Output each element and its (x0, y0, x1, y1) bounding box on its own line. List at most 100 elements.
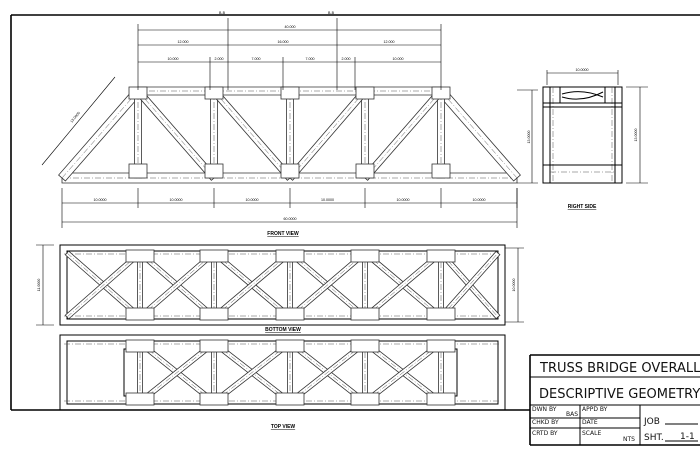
dim-bottom-panel: 10.0000 (94, 198, 107, 202)
dim-slant: 13.0000 (70, 111, 81, 124)
gusset-plate (355, 163, 375, 179)
top-bracing-plan (59, 334, 506, 411)
sht-value: 1-1 (680, 432, 695, 442)
scale-value: NTS (623, 436, 635, 443)
member-centerline (139, 252, 215, 318)
gusset-plate (350, 249, 380, 263)
member-centerline (213, 252, 291, 318)
sht-label: SHT. (644, 433, 664, 443)
dim-bottom-left: 11.0000 (37, 279, 41, 292)
front-top-dimensions: 40.000 B-B B-B 12.000 16.000 12.000 10.0… (137, 11, 442, 90)
member-centerline (213, 90, 291, 179)
gusset-plate (125, 392, 155, 406)
dim-row2: 12.000 (178, 40, 189, 44)
section-mark-left: B-B (219, 11, 226, 15)
member-centerline (61, 90, 139, 179)
right-side-label: RIGHT SIDE (568, 204, 597, 210)
gusset-plate (204, 163, 224, 179)
dim-row3: 10.000 (168, 57, 179, 61)
truss-elevation (58, 86, 521, 184)
gusset-plate (125, 339, 155, 353)
dwn-by-value: BAS (566, 411, 578, 418)
section-mark-right: B-B (328, 11, 335, 15)
front-view-label: FRONT VIEW (267, 231, 299, 237)
member-centerline (289, 252, 366, 318)
gusset-plate (426, 249, 456, 263)
top-view-label: TOP VIEW (271, 424, 296, 430)
dim-overall-top: 40.000 (285, 25, 296, 29)
member-centerline (289, 342, 366, 403)
title-block: TRUSS BRIDGE OVERALL DESCRIPTIVE GEOMETR… (529, 354, 700, 446)
gusset-plate (204, 86, 224, 100)
job-label: JOB (643, 417, 660, 427)
dim-bottom-panel: 10.0000 (397, 198, 410, 202)
front-bottom-dimensions: 60.0000 10.0000 10.0000 10.0000 10.0000 10.0… (61, 188, 518, 228)
gusset-plate (426, 307, 456, 321)
member-centerline (440, 252, 499, 318)
gusset-plate (350, 392, 380, 406)
gusset-plate (199, 392, 229, 406)
front-view: 40.000 B-B B-B 12.000 16.000 12.000 10.0… (41, 11, 538, 237)
member-centerline (440, 252, 499, 318)
dim-row3: 7.000 (306, 57, 315, 61)
dwn-by-label: DWN BY (532, 406, 557, 413)
dim-side-width: 10.0000 (576, 68, 589, 72)
dim-bottom-panel: 10.0000 (473, 198, 486, 202)
gusset-plate (355, 86, 375, 100)
gusset-plate (275, 339, 305, 353)
dim-row2: 16.000 (278, 40, 289, 44)
gusset-plate (128, 163, 148, 179)
gusset-plate (199, 249, 229, 263)
gusset-plate (426, 339, 456, 353)
bottom-bracing-plan (59, 244, 506, 326)
plan-outline (59, 334, 506, 411)
scale-label: SCALE (582, 430, 601, 437)
top-view: TOP VIEW (59, 334, 506, 430)
gusset-plate (199, 339, 229, 353)
dim-row3: 10.000 (393, 57, 404, 61)
member-centerline (440, 90, 518, 179)
dim-row3: 2.000 (215, 57, 224, 61)
dim-row3: 7.000 (252, 57, 261, 61)
gusset-plate (350, 339, 380, 353)
gusset-plate (125, 249, 155, 263)
member-centerline (139, 342, 215, 403)
member-centerline (66, 252, 141, 318)
dim-bottom-panel: 10.0000 (321, 198, 334, 202)
member-centerline (213, 342, 291, 403)
plan-outline (59, 244, 506, 326)
right-side-view: 10.0000 13.0000 RIGHT SIDE (542, 68, 648, 210)
crtd-by-label: CRTD BY (532, 430, 558, 437)
gusset-plate (125, 307, 155, 321)
appd-by-label: APPD BY (582, 406, 608, 413)
member-centerline (289, 90, 366, 179)
member-centerline (364, 90, 442, 179)
gusset-plate (275, 392, 305, 406)
bottom-view: 11.0000 10.0000 BOTTOM VIEW (36, 244, 524, 333)
gusset-plate (275, 249, 305, 263)
gusset-plate (199, 307, 229, 321)
drawing-title-line1: TRUSS BRIDGE OVERALL (539, 361, 700, 376)
dim-bottom-right: 10.0000 (512, 279, 516, 292)
bottom-view-label: BOTTOM VIEW (265, 327, 301, 333)
dim-height: 13.0000 (527, 131, 531, 144)
dim-row3: 2.000 (342, 57, 351, 61)
dim-bottom-overall: 60.0000 (284, 217, 297, 221)
member-centerline (364, 252, 442, 318)
member-centerline (137, 90, 215, 179)
gusset-plate (426, 392, 456, 406)
gusset-plate (350, 307, 380, 321)
drawing-title-line2: DESCRIPTIVE GEOMETRY (539, 387, 700, 402)
dim-side-height: 13.0000 (634, 129, 638, 142)
member-centerline (364, 342, 442, 403)
dim-bottom-panel: 10.0000 (246, 198, 259, 202)
gusset-plate (275, 307, 305, 321)
dim-row2: 12.000 (384, 40, 395, 44)
chkd-by-label: CHKD BY (532, 419, 559, 426)
gusset-plate (280, 86, 300, 100)
date-label: DATE (582, 419, 598, 426)
gusset-plate (280, 163, 300, 179)
gusset-plate (431, 163, 451, 179)
